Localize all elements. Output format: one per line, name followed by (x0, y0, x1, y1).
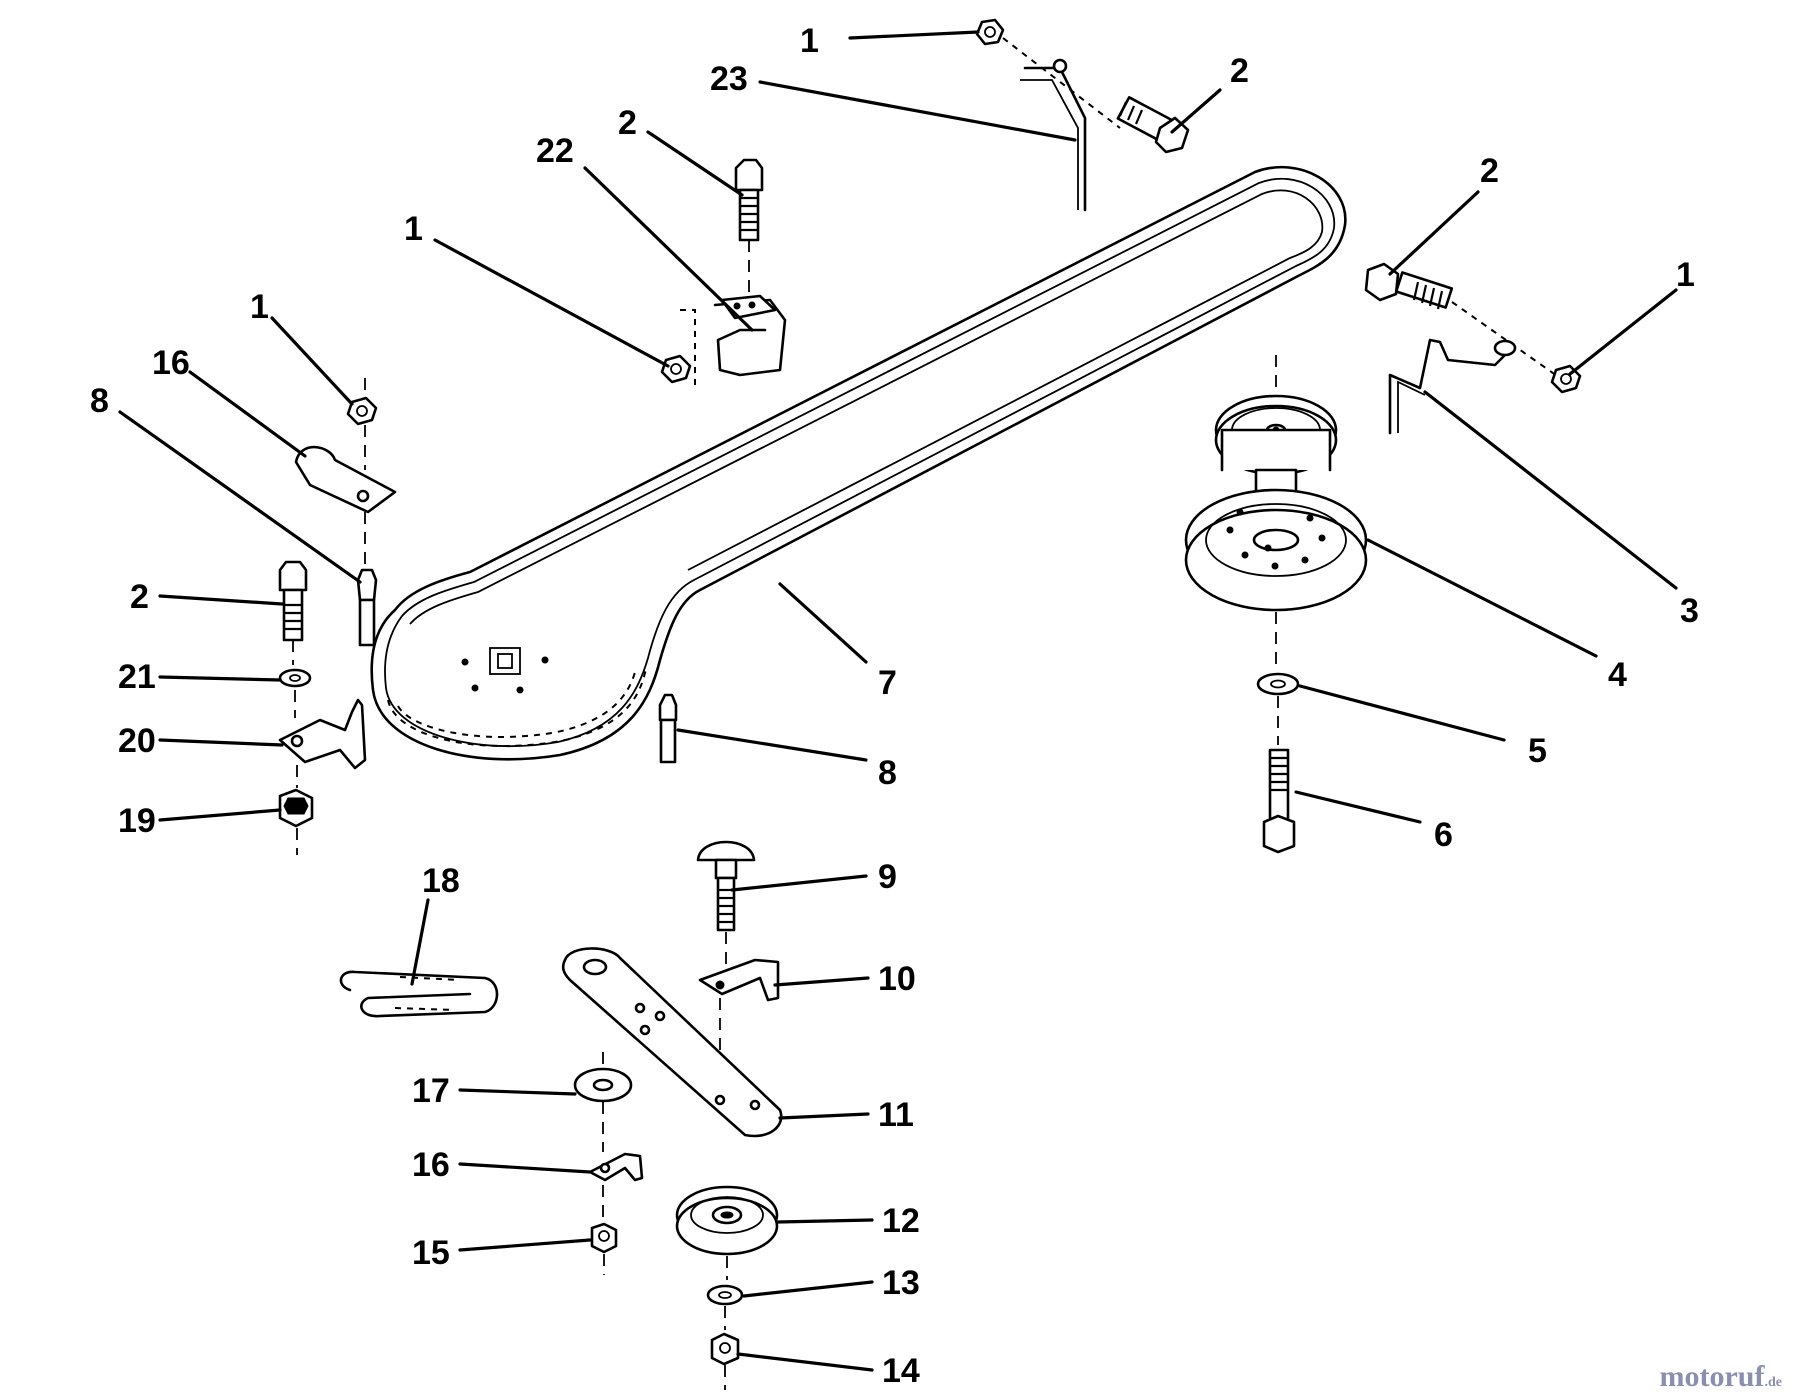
callout-19: 19 (118, 802, 156, 840)
callout-14: 14 (882, 1352, 920, 1390)
pulley-12 (675, 1185, 779, 1280)
leader-lines (118, 30, 1678, 1372)
callout-2: 2 (618, 104, 637, 142)
callout-15: 15 (412, 1234, 450, 1272)
callout-numbers: 1 23 2 2 22 1 2 1 1 16 8 2 21 20 19 7 8 … (90, 22, 1699, 1390)
belt-guide-22 (680, 294, 787, 390)
watermark-tld: .de (1764, 1375, 1783, 1390)
callout-10: 10 (878, 960, 916, 998)
carriage-bolt-9 (696, 840, 756, 965)
callout-11: 11 (878, 1096, 914, 1134)
callout-4: 4 (1608, 656, 1627, 694)
callout-1: 1 (250, 288, 269, 326)
nut-15 (590, 1222, 618, 1275)
bolt-22 (734, 158, 764, 305)
nut-14 (710, 1332, 740, 1390)
bolt-6 (1262, 748, 1296, 854)
idler-rod-23 (1002, 37, 1121, 212)
callout-1: 1 (404, 210, 423, 248)
watermark: motoruf.de (1660, 1360, 1782, 1394)
nut-upper-left (346, 378, 378, 470)
nut-19 (278, 788, 314, 855)
callout-1: 1 (1676, 256, 1695, 294)
belt-keeper-18 (339, 970, 499, 1018)
callout-23: 23 (710, 60, 748, 98)
bolt-left-2 (278, 560, 308, 665)
spacer-17 (573, 1052, 633, 1152)
callout-8: 8 (878, 754, 897, 792)
watermark-main: motoruf (1659, 1360, 1765, 1393)
double-pulley-4 (1184, 355, 1368, 668)
callout-22: 22 (536, 132, 574, 170)
stud-8-center (658, 693, 678, 764)
callout-2: 2 (1480, 152, 1499, 190)
washer-21 (278, 668, 312, 718)
idler-arm-11 (561, 947, 783, 1138)
callout-3: 3 (1680, 592, 1699, 630)
callout-13: 13 (882, 1264, 920, 1302)
callout-9: 9 (878, 858, 897, 896)
nut-top (975, 18, 1005, 46)
bracket-20 (278, 698, 367, 788)
callout-8: 8 (90, 382, 109, 420)
nut-22 (660, 354, 692, 384)
callout-2: 2 (130, 578, 149, 616)
bracket-16-upper (294, 445, 397, 570)
washer-5 (1256, 672, 1300, 745)
callout-1: 1 (800, 22, 819, 60)
bracket-10 (698, 958, 780, 1090)
callout-6: 6 (1434, 816, 1453, 854)
callout-20: 20 (118, 722, 156, 760)
callout-16: 16 (412, 1146, 450, 1184)
callout-18: 18 (422, 862, 460, 900)
idler-rod-3 (1388, 338, 1517, 435)
callout-17: 17 (412, 1072, 450, 1110)
callout-16: 16 (152, 344, 190, 382)
callout-7: 7 (878, 664, 897, 702)
callout-2: 2 (1230, 52, 1249, 90)
drive-belt (370, 165, 1347, 761)
callout-21: 21 (118, 658, 156, 696)
washer-13 (706, 1284, 744, 1330)
bolt-top-right (1116, 96, 1190, 154)
callout-5: 5 (1528, 732, 1547, 770)
callout-12: 12 (882, 1202, 920, 1240)
stud-8-left (356, 568, 378, 647)
bracket-16-lower (588, 1152, 644, 1220)
